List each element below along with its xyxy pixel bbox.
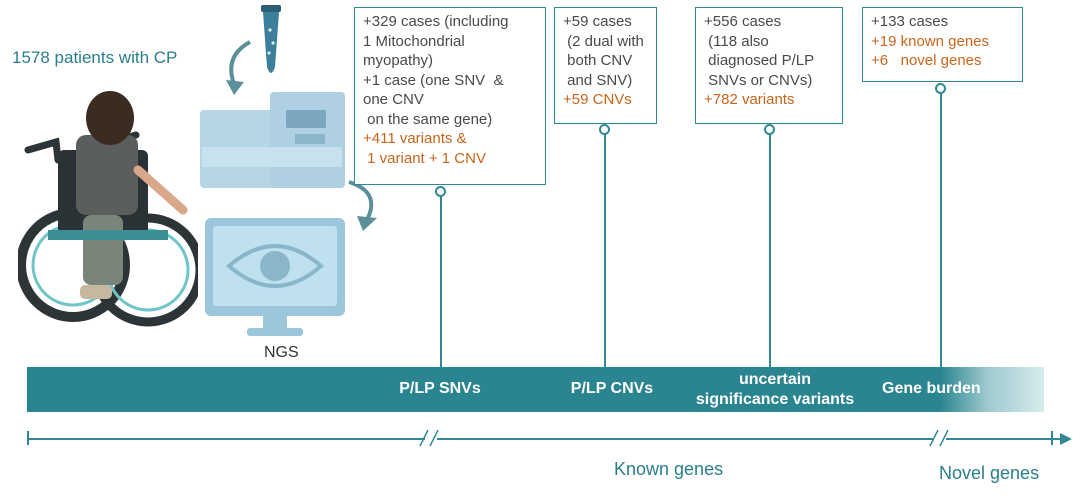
snv-box-line: +329 cases (including (363, 13, 509, 30)
snv-connector-line (440, 190, 442, 368)
axis-label-novel-genes: Novel genes (939, 463, 1040, 483)
cnv-connector-dot (599, 124, 610, 135)
snv-box-line: myopathy) (363, 52, 434, 69)
burden-box-line: +133 cases (871, 13, 949, 30)
vus-box-line: +782 variants (704, 91, 795, 108)
snv-box-line: +411 variants & (363, 130, 467, 147)
ngs-label: NGS (264, 344, 299, 361)
child-body (76, 135, 138, 215)
snv-box-line: +1 case (one SNV & (363, 71, 504, 89)
cnv-box-line: +59 CNVs (563, 91, 632, 108)
patients-label: 1578 patients with CP (12, 48, 178, 67)
axis-line-novel (946, 438, 1066, 440)
cnv-box-line: both CNV (563, 52, 633, 69)
vus-box-line: diagnosed P/LP (704, 52, 815, 69)
sample-tube-icon (261, 5, 281, 73)
burden-connector-line (940, 89, 942, 368)
snv-connector-dot (435, 186, 446, 197)
vus-connector-dot (764, 124, 775, 135)
axis-start-tick (27, 431, 29, 445)
snv-box-line: on the same gene) (363, 110, 493, 128)
cnv-box-line: (2 dual with (563, 32, 644, 50)
sequencer-machine-icon (200, 92, 345, 188)
bar-label-cnv: P/LP CNVs (570, 380, 654, 397)
child-head (86, 91, 134, 145)
curved-arrow-icon (348, 180, 377, 231)
timeline-bar-fade (940, 367, 1044, 412)
vus-box-line: (118 also (704, 32, 769, 50)
cnv-connector-line (604, 130, 606, 368)
bar-label-vus: uncertain significance variants (695, 371, 855, 408)
timeline-bar (27, 367, 1044, 412)
cnv-info-box: +59 cases (2 dual with both CNV and SNV)… (554, 7, 657, 124)
burden-box-line: +6 novel genes (871, 52, 982, 69)
axis-break-icon (929, 429, 949, 447)
curved-arrow-icon (226, 40, 252, 95)
burden-connector-dot (935, 83, 946, 94)
burden-info-box: +133 cases +19 known genes +6 novel genes (862, 7, 1023, 82)
axis-label-known-genes: Known genes (614, 459, 724, 479)
snv-box-line: one CNV (363, 91, 424, 108)
cnv-box-line: and SNV) (563, 71, 633, 89)
vus-box-line: SNVs or CNVs) (704, 71, 813, 89)
axis-break-icon (419, 429, 439, 447)
axis-line-known (437, 438, 933, 440)
vus-connector-line (769, 130, 771, 368)
axis-line-start (27, 438, 425, 440)
axis-end-tick (1051, 431, 1053, 445)
snv-info-box: +329 cases (including 1 Mitochondrial myop… (354, 7, 546, 185)
snv-box-line: 1 variant + 1 CNV (363, 149, 486, 167)
cnv-box-line: +59 cases (563, 13, 632, 30)
vus-box-line: +556 cases (704, 13, 782, 30)
snv-box-line: 1 Mitochondrial (363, 32, 465, 50)
axis-arrow-icon (1060, 433, 1072, 445)
monitor-eye-icon (205, 218, 345, 336)
bar-label-snv: P/LP SNVs (399, 380, 481, 397)
vus-info-box: +556 cases (118 also diagnosed P/LP SNVs… (695, 7, 843, 124)
burden-box-line: +19 known genes (871, 32, 990, 50)
wheelchair-patient-illustration (18, 91, 198, 327)
bar-label-burden: Gene burden (882, 380, 981, 397)
